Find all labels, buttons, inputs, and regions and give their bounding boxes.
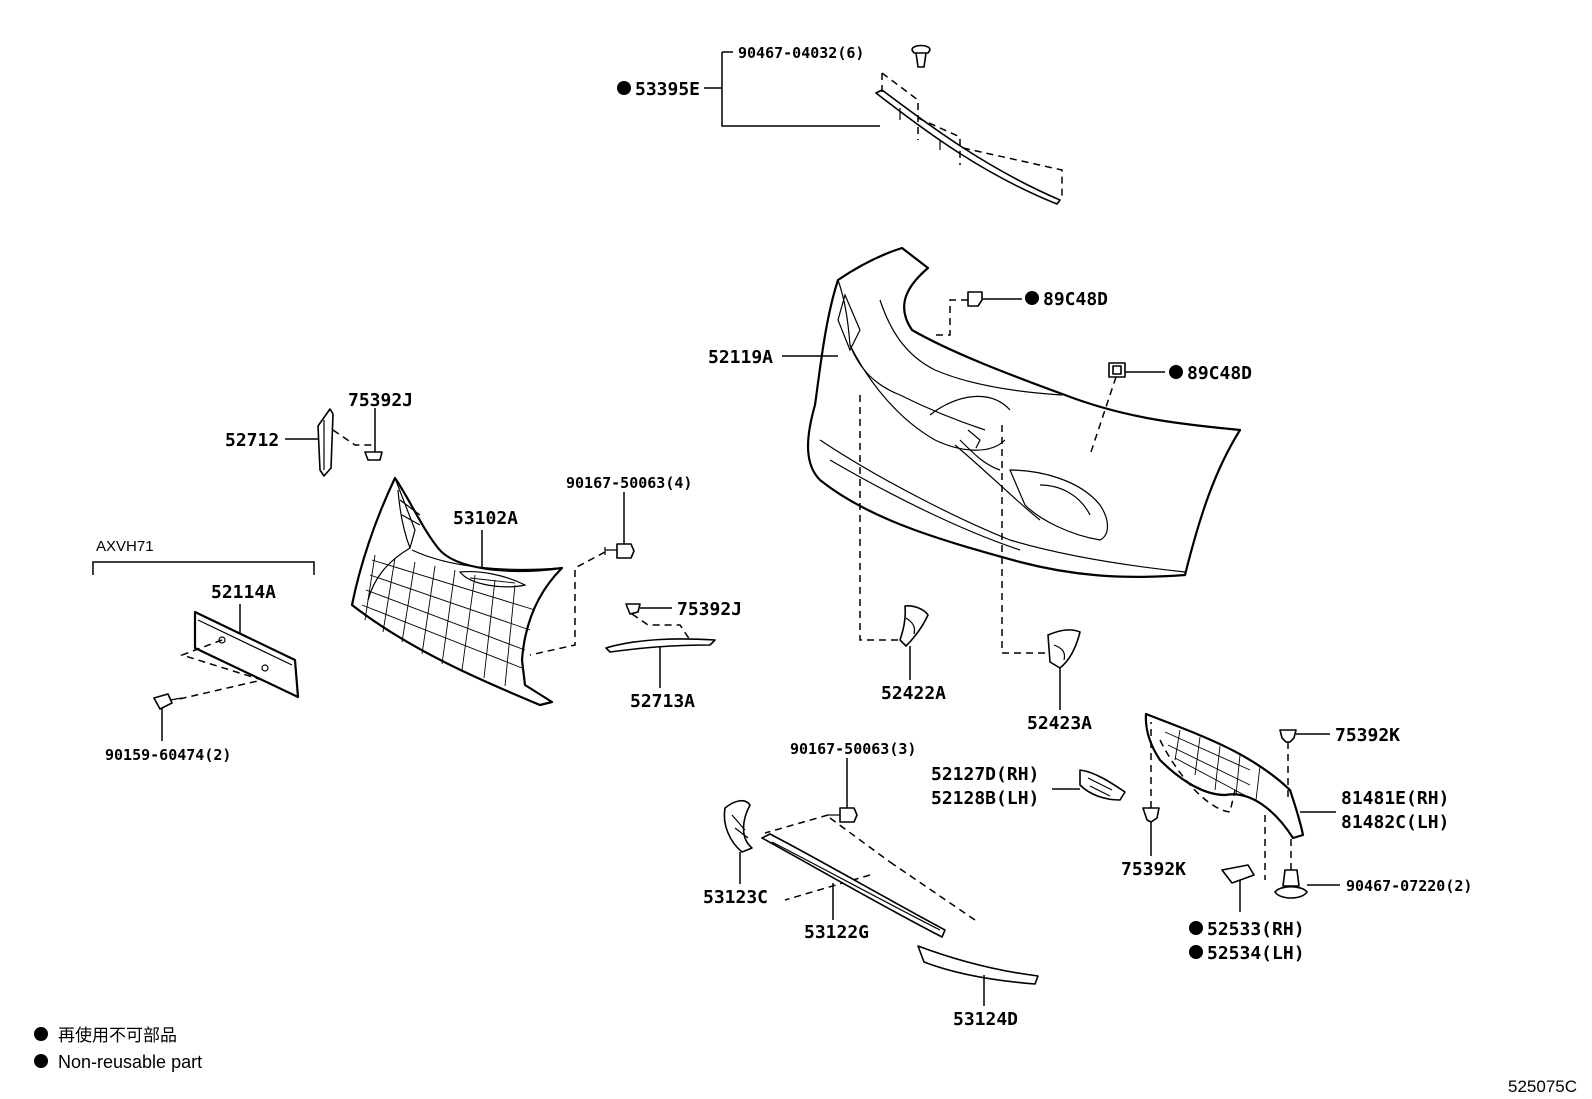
clip-icon-75392K-upper xyxy=(1279,729,1297,743)
clip-icon-75392J-lower xyxy=(625,603,641,615)
label-75392J-upper: 75392J xyxy=(348,390,413,411)
label-75392K-upper: 75392K xyxy=(1335,725,1400,746)
leader-90467-04032 xyxy=(721,52,880,127)
label-90167-50063-3: 90167-50063(3) xyxy=(790,740,916,758)
bracket-52422A xyxy=(899,605,929,647)
non-reusable-dot xyxy=(1169,365,1183,379)
label-53123C: 53123C xyxy=(703,887,768,908)
label-52713A: 52713A xyxy=(630,691,695,712)
clip-icon-89C48D-lower xyxy=(1108,362,1126,378)
bracket-52712 xyxy=(317,408,334,477)
label-AXVH71: AXVH71 xyxy=(96,538,154,555)
label-81482C: 81482C(LH) xyxy=(1341,812,1449,833)
dash-90167-50063-3 xyxy=(764,814,976,921)
nut-icon-90167-50063-3 xyxy=(828,807,858,823)
clip-icon-89C48D-upper xyxy=(967,291,983,307)
legend-dot-en xyxy=(34,1054,48,1068)
bracket-53123C xyxy=(723,799,753,853)
license-plate-bracket xyxy=(193,610,300,699)
dash-52423A xyxy=(1001,425,1050,654)
fog-lamp-cover xyxy=(1144,712,1305,840)
non-reusable-dot xyxy=(1189,921,1203,935)
dash-52422A xyxy=(859,395,905,641)
bolt-icon-90159-60474 xyxy=(153,693,183,710)
bracket-52127D xyxy=(1079,769,1126,801)
label-75392J-lower: 75392J xyxy=(677,599,742,620)
radiator-grille xyxy=(350,476,564,707)
dash-52114A xyxy=(174,639,265,701)
label-75392K-lower: 75392K xyxy=(1121,859,1186,880)
dash-89C48D-lower xyxy=(1089,376,1117,456)
label-81481E: 81481E(RH) xyxy=(1341,788,1449,809)
legend-dot-cjk xyxy=(34,1027,48,1041)
label-52114A: 52114A xyxy=(211,582,276,603)
dash-52712 xyxy=(332,429,372,446)
group-bracket-AXVH71 xyxy=(92,561,315,575)
label-90159-60474: 90159-60474(2) xyxy=(105,746,231,764)
label-52534: 52534(LH) xyxy=(1207,943,1305,964)
label-52119A: 52119A xyxy=(708,347,773,368)
diagram-id: 525075C xyxy=(1508,1077,1577,1096)
bracket-52533 xyxy=(1221,864,1255,884)
label-90467-04032: 90467-04032(6) xyxy=(738,44,864,62)
label-52422A: 52422A xyxy=(881,683,946,704)
label-53122G: 53122G xyxy=(804,922,869,943)
label-89C48D-lower: 89C48D xyxy=(1187,363,1252,384)
dash-90467-07220 xyxy=(1264,815,1292,880)
nut-icon-90167-50063-4 xyxy=(604,543,635,559)
bumper-upper-seal xyxy=(875,72,1063,205)
label-90467-07220: 90467-07220(2) xyxy=(1346,877,1472,895)
label-53124D: 53124D xyxy=(953,1009,1018,1030)
dash-90167-50063-4 xyxy=(529,551,606,656)
non-reusable-dot xyxy=(1025,291,1039,305)
bracket-52423A xyxy=(1047,629,1081,669)
dash-89C48D-upper xyxy=(935,299,968,336)
label-52423A: 52423A xyxy=(1027,713,1092,734)
label-53102A: 53102A xyxy=(453,508,518,529)
legend-text-en: Non-reusable part xyxy=(58,1052,202,1072)
molding-52713A xyxy=(605,638,716,653)
label-52128B: 52128B(LH) xyxy=(931,788,1039,809)
non-reusable-dot xyxy=(1189,945,1203,959)
clip-icon-75392J-upper xyxy=(364,451,383,461)
clip-icon-75392K-lower xyxy=(1142,807,1160,823)
front-bumper-cover xyxy=(807,246,1242,578)
lower-spoiler-53122G xyxy=(761,833,946,938)
dash-75392J-lower xyxy=(631,613,691,641)
dash-fog-lamp-cover xyxy=(1159,739,1236,813)
clip-icon-90467-04032 xyxy=(911,44,931,68)
clip-icon-90467-07220 xyxy=(1274,869,1308,899)
label-90167-50063-4: 90167-50063(4) xyxy=(566,474,692,492)
label-89C48D-upper: 89C48D xyxy=(1043,289,1108,310)
lower-molding-53124D xyxy=(917,945,1039,985)
label-52127D: 52127D(RH) xyxy=(931,764,1039,785)
legend-text-cjk: 再使用不可部品 xyxy=(58,1025,177,1046)
non-reusable-dot xyxy=(617,81,631,95)
label-52712: 52712 xyxy=(225,430,279,451)
label-52533: 52533(RH) xyxy=(1207,919,1305,940)
label-53395E: 53395E xyxy=(635,79,700,100)
